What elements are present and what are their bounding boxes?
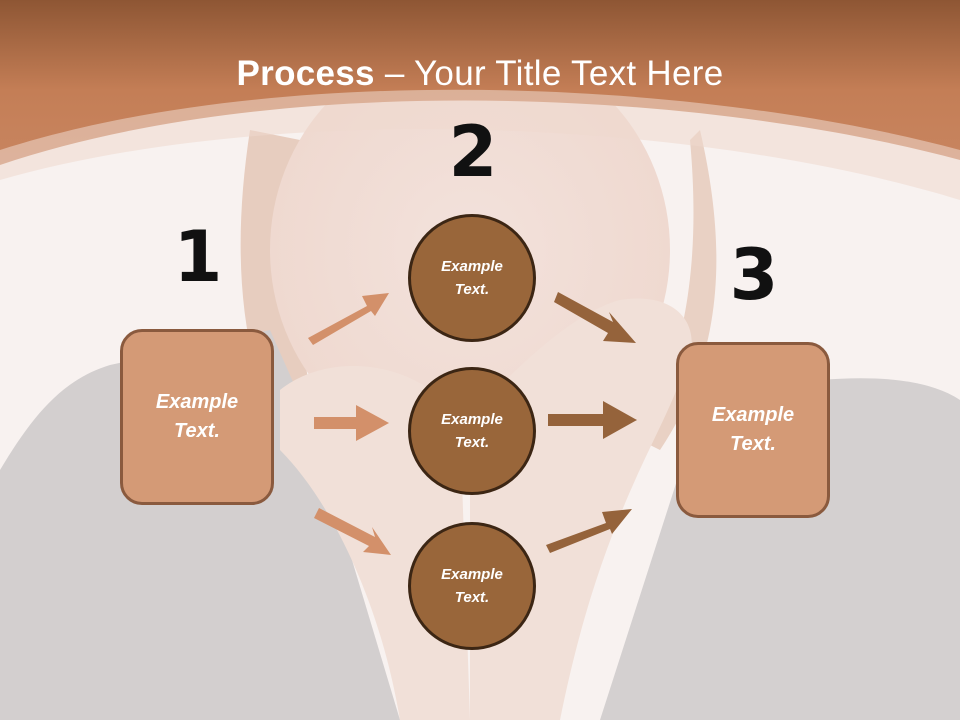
process-circle-bottom-label: Example Text. xyxy=(441,566,503,606)
title-bold: Process xyxy=(236,54,375,93)
process-box-right-label: Example Text. xyxy=(711,404,795,455)
right-arrow-group xyxy=(546,292,637,553)
arrow-right-bottom xyxy=(546,509,632,553)
arrow-left-middle-head xyxy=(356,405,389,441)
arrow-right-middle-head xyxy=(603,401,637,439)
process-circle-middle-label: Example Text. xyxy=(441,411,503,451)
arrow-right-middle-shaft xyxy=(548,414,606,426)
title-rest: – Your Title Text Here xyxy=(374,54,724,93)
process-circle-top: Example Text. xyxy=(408,214,536,342)
arrow-left-top xyxy=(308,293,389,345)
process-box-right: Example Text. xyxy=(676,342,830,518)
step-number-2: 2 xyxy=(448,111,498,193)
step-number-1: 1 xyxy=(173,216,223,298)
arrow-right-top xyxy=(554,292,636,343)
arrow-left-bottom xyxy=(314,508,391,555)
process-box-left-label: Example Text. xyxy=(155,391,239,442)
arrow-left-middle-shaft xyxy=(314,417,358,429)
left-arrow-group xyxy=(308,293,391,555)
process-circle-bottom: Example Text. xyxy=(408,522,536,650)
process-box-left: Example Text. xyxy=(120,329,274,505)
process-circle-top-label: Example Text. xyxy=(441,258,503,298)
process-circle-middle: Example Text. xyxy=(408,367,536,495)
step-number-3: 3 xyxy=(729,234,779,316)
slide-title: Process – Your Title Text Here xyxy=(0,52,960,96)
